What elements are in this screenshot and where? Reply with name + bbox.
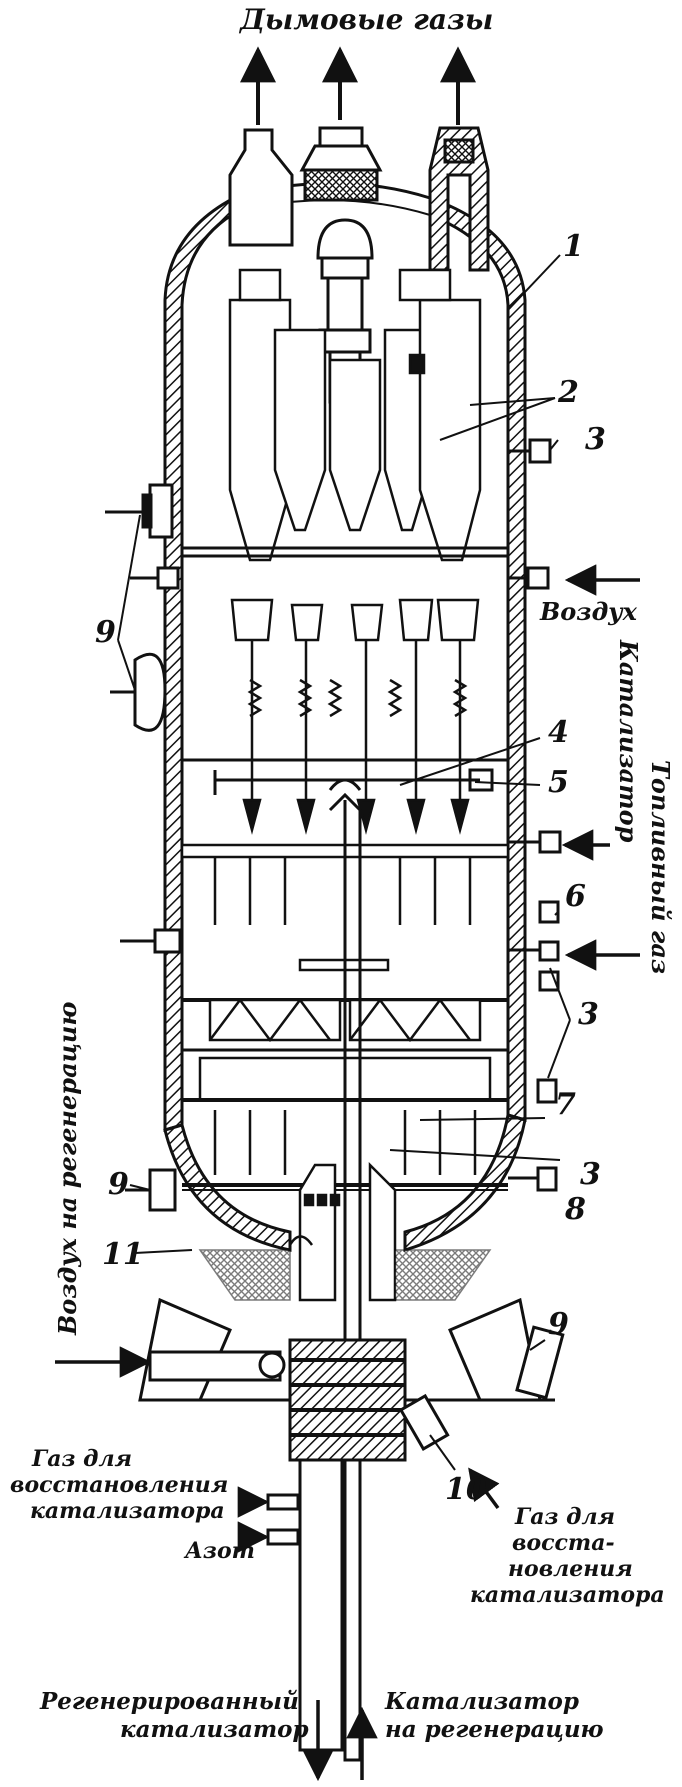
- stripper-column: [288, 1161, 397, 1302]
- callout-7: 7: [555, 1087, 576, 1122]
- flue-gas-arrows: [240, 46, 476, 125]
- callout-11: 11: [102, 1237, 144, 1272]
- callout-3-mid: 3: [578, 997, 599, 1032]
- callout-3-low: 3: [580, 1157, 601, 1192]
- callout-10: 10: [445, 1472, 487, 1507]
- bottom-section: [138, 1297, 565, 1762]
- to-regen-label-line2: на регенерацию: [385, 1716, 604, 1743]
- fuel-gas-label: Топливный газ: [646, 760, 675, 975]
- diplegs: [230, 598, 480, 835]
- callout-4: 4: [548, 715, 569, 750]
- callout-2: 2: [558, 375, 579, 410]
- regenerated-label-line1: Регенерированный: [40, 1688, 299, 1715]
- gas-restore-right-line4: катализатора: [470, 1582, 665, 1608]
- lower-cone: [198, 1249, 492, 1301]
- right-nozzles: [508, 438, 562, 1192]
- regen-air-label: Воздух на регенерацию: [53, 1001, 82, 1335]
- callout-1: 1: [563, 229, 584, 264]
- callout-8: 8: [565, 1192, 586, 1227]
- gas-restore-left-line1: Газ для: [32, 1446, 133, 1472]
- gas-restore-left-line3: катализатора: [30, 1498, 225, 1524]
- cyclone-support-plate: [182, 546, 508, 762]
- flue-gas-label: Дымовые газы: [240, 3, 494, 36]
- nitrogen-label: Азот: [185, 1538, 255, 1564]
- callout-leaders: [117, 254, 571, 1471]
- gas-restore-right-line1: Газ для: [515, 1504, 616, 1530]
- air-label: Воздух: [540, 597, 637, 626]
- cyclones: [228, 268, 482, 562]
- callout-3-top: 3: [585, 422, 606, 457]
- gas-restore-right-line3: новления: [508, 1556, 633, 1582]
- catalyst-label: Катализатор: [614, 640, 643, 843]
- gas-restore-right-line2: восста-: [512, 1530, 615, 1556]
- callout-9-left-low: 9: [108, 1167, 129, 1202]
- callout-9-upper: 9: [95, 615, 116, 650]
- outlet-stacks: [228, 126, 490, 272]
- callout-6: 6: [565, 879, 586, 914]
- flow-arrows: [55, 564, 640, 1782]
- callout-5: 5: [548, 765, 569, 800]
- to-regen-label-line1: Катализатор: [385, 1688, 579, 1715]
- catalyst-distributor: [213, 768, 494, 795]
- callout-9-right-low: 9: [548, 1307, 569, 1342]
- gas-restore-left-line2: восстановления: [10, 1472, 229, 1498]
- left-nozzles: [105, 483, 182, 1212]
- regenerated-label-line2: катализатор: [120, 1716, 309, 1743]
